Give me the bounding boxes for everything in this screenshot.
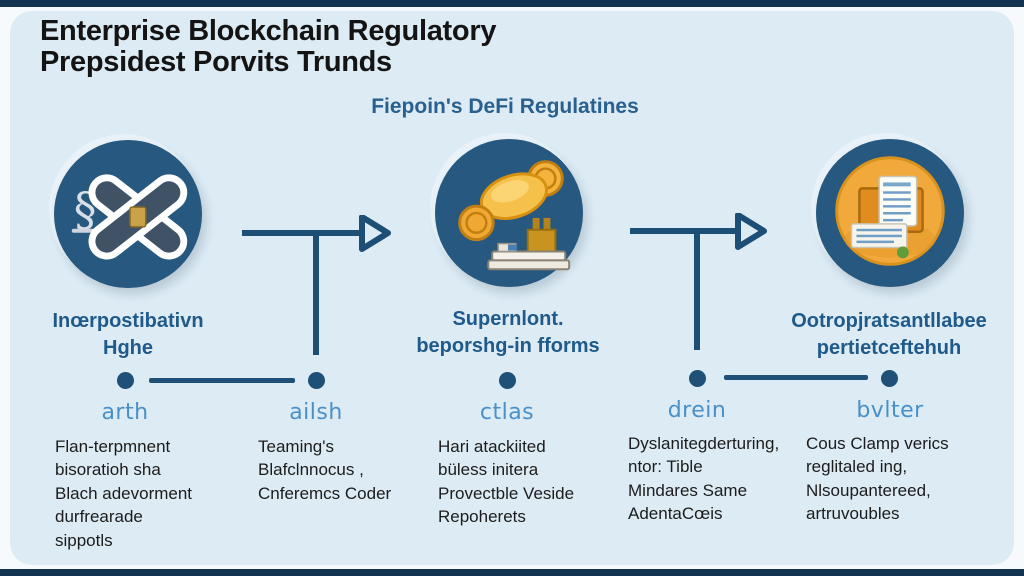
notes-column-5: Cous Clamp verics reglitaled ing, Nlsoup…: [806, 432, 1011, 526]
timeline-dot-2: [308, 372, 325, 389]
bottom-frame-bar: [0, 569, 1024, 576]
note-line: bisoratioh sha: [55, 460, 161, 480]
timeline-dot-5: [881, 370, 898, 387]
note-line: Nlsoupantereed,: [806, 480, 931, 500]
stage-circle-2: [435, 139, 583, 287]
timeline-connector-4-5: [724, 375, 868, 380]
timeline-label-2: ailsh: [289, 400, 343, 425]
timeline-label-1: arth: [101, 400, 149, 425]
flow-arrow-right-icon-2: [630, 213, 767, 350]
stage-label-3: Ootropjratsantllabee pertietceftehuh: [768, 308, 1010, 362]
note-line: AdentaCœis: [628, 504, 723, 524]
note-line: Teaming's: [258, 437, 335, 456]
page-title-line1: Enterprise Blockchain Regulatory: [40, 15, 497, 47]
stage-label-2: Supernlont. beporshg-in fforms: [388, 306, 628, 360]
note-line: Cous Clamp verics: [806, 434, 949, 453]
note-line: Flan-terpmnent: [55, 437, 171, 456]
stage-label-1-line2: Hghe: [103, 337, 153, 359]
timeline-dot-3: [499, 372, 516, 389]
note-line: Hari atackiited: [438, 437, 546, 456]
stage-circle-3: [816, 139, 964, 287]
notes-column-2: Teaming's Blafclnnocus , Cnferemcs Coder: [258, 435, 453, 505]
note-line: Repoherets: [438, 507, 526, 527]
notes-column-4: Dyslanitegderturing, ntor: Tible Mindare…: [628, 432, 818, 526]
timeline-label-4: drein: [667, 398, 727, 423]
stage-label-2-line2: beporshg-in fforms: [416, 335, 600, 357]
page-title: Enterprise Blockchain Regulatory Prepsid…: [40, 16, 560, 77]
stage-label-3-line2: pertietceftehuh: [816, 337, 962, 359]
note-line: Dyslanitegderturing,: [628, 434, 780, 453]
notes-column-1: Flan-terpmnent bisoratioh sha Blach adev…: [55, 435, 260, 552]
note-line: Blach adevorment: [55, 483, 193, 503]
note-line: Provectble Veside: [438, 483, 575, 503]
page-subtitle: Fiepoin's DeFi Regulatines: [371, 95, 639, 118]
note-line: durfrearade: [55, 507, 143, 527]
top-frame-bar: [0, 0, 1024, 7]
stage-label-1-line1: Inœrpostibativn: [52, 310, 204, 332]
stage-label-2-line1: Supernlont.: [452, 308, 564, 330]
note-line: sippotls: [55, 530, 113, 550]
note-line: Mindares Same: [628, 480, 748, 500]
stage-label-3-line1: Ootropjratsantllabee: [791, 310, 987, 332]
notes-column-3: Hari atackiited büless initera Provectbl…: [438, 435, 633, 529]
note-line: büless initera: [438, 460, 539, 480]
note-line: reglitaled ing,: [806, 457, 908, 477]
timeline-label-5: bvlter: [856, 398, 924, 423]
timeline-connector-1-2: [149, 378, 295, 383]
page-title-line2: Prepsidest Porvits Trunds: [40, 45, 392, 78]
note-line: artruvoubles: [806, 504, 900, 524]
stage-label-1: Inœrpostibativn Hghe: [18, 308, 238, 362]
timeline-dot-1: [117, 372, 134, 389]
flow-arrow-right-icon-1: [242, 215, 391, 355]
stage-circle-1: §: [54, 140, 202, 288]
note-line: Blafclnnocus ,: [258, 460, 364, 480]
content-panel: [10, 11, 1014, 565]
note-line: ntor: Tible: [628, 457, 703, 477]
timeline-label-3: ctlas: [479, 400, 535, 425]
note-line: Cnferemcs Coder: [258, 483, 392, 503]
timeline-dot-4: [689, 370, 706, 387]
